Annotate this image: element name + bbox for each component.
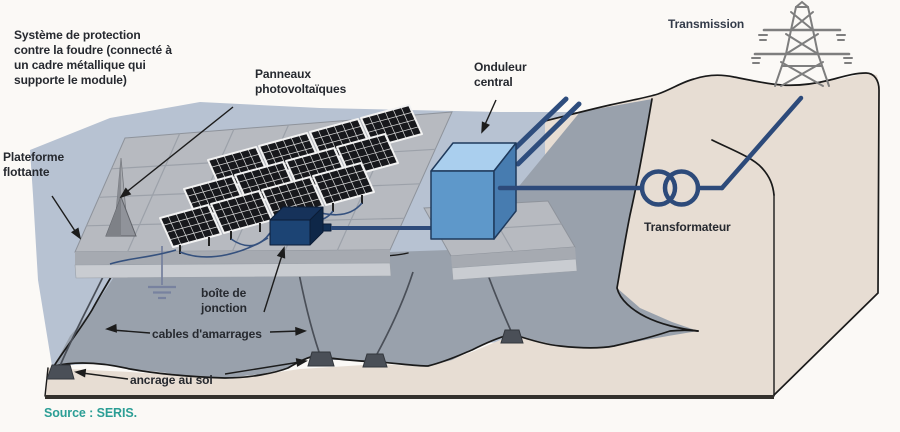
transmission-tower-icon: [751, 0, 853, 87]
grounding-symbol: [148, 246, 176, 300]
diagram-base-line: [45, 395, 774, 399]
export-line: [497, 95, 804, 191]
central-inverter-box: [430, 142, 517, 240]
label-mooring-cables: cables d'amarrages: [152, 327, 262, 341]
transformer-symbol: [639, 169, 701, 207]
label-transmission: Transmission: [668, 17, 745, 31]
label-junction-box: boîte de jonction: [201, 286, 247, 315]
source-credit: Source : SERIS.: [44, 406, 137, 420]
label-arrows: [51, 99, 497, 380]
label-pv-panels: Panneaux photovoltaïques: [255, 67, 347, 96]
anchor-block: [500, 329, 524, 344]
seabed: [45, 332, 552, 397]
anchor-block: [46, 364, 75, 380]
label-ground-anchor: ancrage au sol: [130, 373, 213, 387]
label-lightning-protection: Système de protection contre la foudre (…: [14, 28, 172, 87]
junction-box: [269, 206, 332, 246]
lightning-rod: [105, 157, 137, 237]
underwater-zone: [54, 99, 698, 378]
label-floating-platform: Plateforme flottante: [3, 150, 65, 179]
label-transformer: Transformateur: [644, 220, 731, 234]
anchor-block: [362, 353, 388, 368]
label-central-inverter: Onduleur central: [474, 60, 527, 89]
anchor-block: [307, 351, 335, 367]
anchor-blocks: [46, 329, 524, 380]
